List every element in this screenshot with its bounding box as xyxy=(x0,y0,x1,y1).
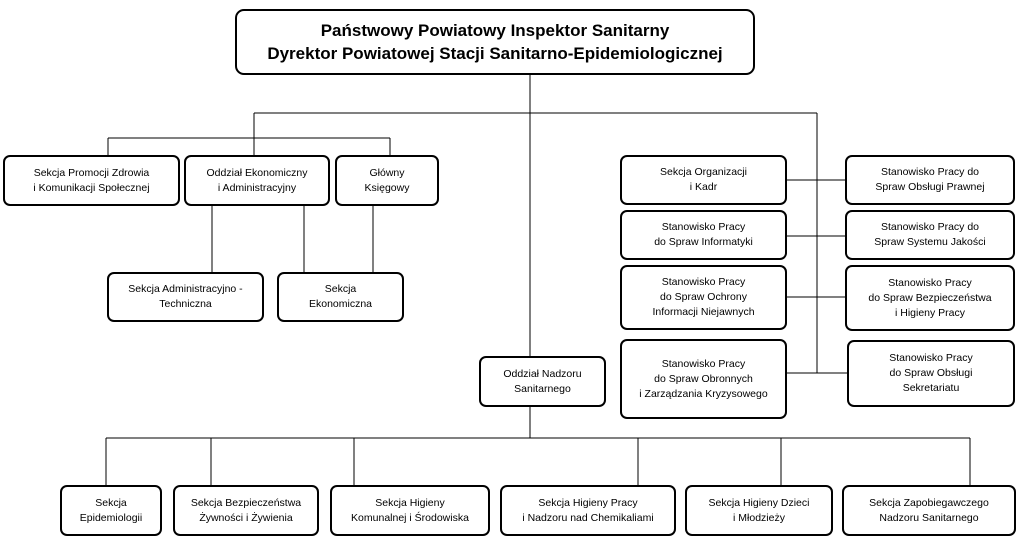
node-label: Sekcja Bezpieczeństwa xyxy=(190,496,302,509)
node-label: Sekcja Organizacji xyxy=(660,166,747,178)
node-label: Oddział Nadzoru xyxy=(503,367,582,380)
node-label: Główny xyxy=(369,166,405,179)
ochrony-informacji-box: Stanowisko Pracy do Spraw Ochrony Inform… xyxy=(620,265,787,330)
node-label: i Komunikacji Społecznej xyxy=(33,181,150,194)
bhp-box: Stanowisko Pracy do Spraw Bezpieczeństwa… xyxy=(845,265,1015,331)
obronnych-box: Stanowisko Pracy do Spraw Obronnych i Za… xyxy=(620,339,787,419)
node-label: do Spraw Bezpieczeństwa xyxy=(868,291,992,304)
promocja-zdrowia-box: Sekcja Promocji Zdrowia i Komunikacji Sp… xyxy=(3,155,180,206)
node-label: Sekcja Higieny Dzieci xyxy=(708,496,810,509)
sekcja-administracyjno-box: Sekcja Administracyjno - Techniczna xyxy=(107,272,264,322)
node-label: Sekcja Zapobiegawczego xyxy=(869,496,989,509)
node-label: i Nadzoru nad Chemikaliami xyxy=(522,511,654,524)
node-label: i Higieny Pracy xyxy=(894,306,966,319)
node-label: Nadzoru Sanitarnego xyxy=(879,511,979,524)
sekcja-ekonomiczna-box: Sekcja Ekonomiczna xyxy=(277,272,404,322)
systemu-jakosci-box: Stanowisko Pracy do Spraw Systemu Jakośc… xyxy=(845,210,1015,260)
sekcja-chemikaliami-box: Sekcja Higieny Pracy i Nadzoru nad Chemi… xyxy=(500,485,676,536)
node-label: Sekcja Administracyjno - xyxy=(128,283,243,295)
node-label: do Spraw Obronnych xyxy=(654,372,753,385)
node-label: Księgowy xyxy=(364,181,410,194)
node-label: Żywności i Żywienia xyxy=(199,511,293,524)
node-label: Techniczna xyxy=(159,298,212,310)
node-label: Spraw Systemu Jakości xyxy=(874,236,986,248)
node-label: Epidemiologii xyxy=(79,511,143,524)
node-label: Sekcja Higieny xyxy=(375,496,445,509)
node-label: Sekcja xyxy=(324,283,357,295)
sekcja-organizacji-box: Sekcja Organizacji i Kadr xyxy=(620,155,787,205)
node-label: Stanowisko Pracy xyxy=(889,352,973,364)
node-label: Komunalnej i Środowiska xyxy=(351,511,469,524)
oddzial-nadzoru-box: Oddział Nadzoru Sanitarnego xyxy=(479,356,606,407)
node-label: do Spraw Obsługi xyxy=(889,367,973,379)
director-title-line2: Dyrektor Powiatowej Stacji Sanitarno-Epi… xyxy=(267,44,723,63)
node-label: Informacji Niejawnych xyxy=(652,306,755,318)
node-label: Sekcja Higieny Pracy xyxy=(538,496,638,509)
informatyki-box: Stanowisko Pracy do Spraw Informatyki xyxy=(620,210,787,260)
director-box: Państwowy Powiatowy Inspektor Sanitarny … xyxy=(235,9,755,75)
director-title-line1: Państwowy Powiatowy Inspektor Sanitarny xyxy=(320,21,670,40)
node-label: Sekcja Promocji Zdrowia xyxy=(33,166,150,179)
node-label: do Spraw Ochrony xyxy=(660,291,747,303)
sekcja-dzieci-box: Sekcja Higieny Dzieci i Młodzieży xyxy=(685,485,833,536)
node-label: Ekonomiczna xyxy=(308,298,373,310)
sekcja-epidemiologii-box: Sekcja Epidemiologii xyxy=(60,485,162,536)
node-label: Stanowisko Pracy do xyxy=(880,166,980,178)
node-label: Spraw Obsługi Prawnej xyxy=(875,181,985,193)
oddzial-ekonomiczny-box: Oddział Ekonomiczny i Administracyjny xyxy=(184,155,330,206)
sekcja-zywnosci-box: Sekcja Bezpieczeństwa Żywności i Żywieni… xyxy=(173,485,319,536)
node-label: Sanitarnego xyxy=(514,382,571,395)
node-label: i Administracyjny xyxy=(217,181,297,194)
sekcja-zapobiegawczego-box: Sekcja Zapobiegawczego Nadzoru Sanitarne… xyxy=(842,485,1016,536)
node-label: Sekcja xyxy=(95,496,127,509)
glowny-ksiegowy-box: Główny Księgowy xyxy=(335,155,439,206)
sekretariatu-box: Stanowisko Pracy do Spraw Obsługi Sekret… xyxy=(847,340,1015,407)
node-label: Stanowisko Pracy xyxy=(888,276,972,289)
node-label: Stanowisko Pracy xyxy=(661,276,746,288)
node-label: Oddział Ekonomiczny xyxy=(206,166,308,179)
node-label: i Młodzieży xyxy=(733,511,785,524)
node-label: Stanowisko Pracy xyxy=(661,221,746,233)
node-label: i Kadr xyxy=(689,181,718,193)
obslugi-prawnej-box: Stanowisko Pracy do Spraw Obsługi Prawne… xyxy=(845,155,1015,205)
node-label: Stanowisko Pracy xyxy=(661,357,746,370)
node-label: Stanowisko Pracy do xyxy=(880,221,980,233)
node-label: do Spraw Informatyki xyxy=(654,236,753,248)
node-label: i Zarządzania Kryzysowego xyxy=(639,387,768,400)
sekcja-komunalnej-box: Sekcja Higieny Komunalnej i Środowiska xyxy=(330,485,490,536)
node-label: Sekretariatu xyxy=(902,382,960,394)
